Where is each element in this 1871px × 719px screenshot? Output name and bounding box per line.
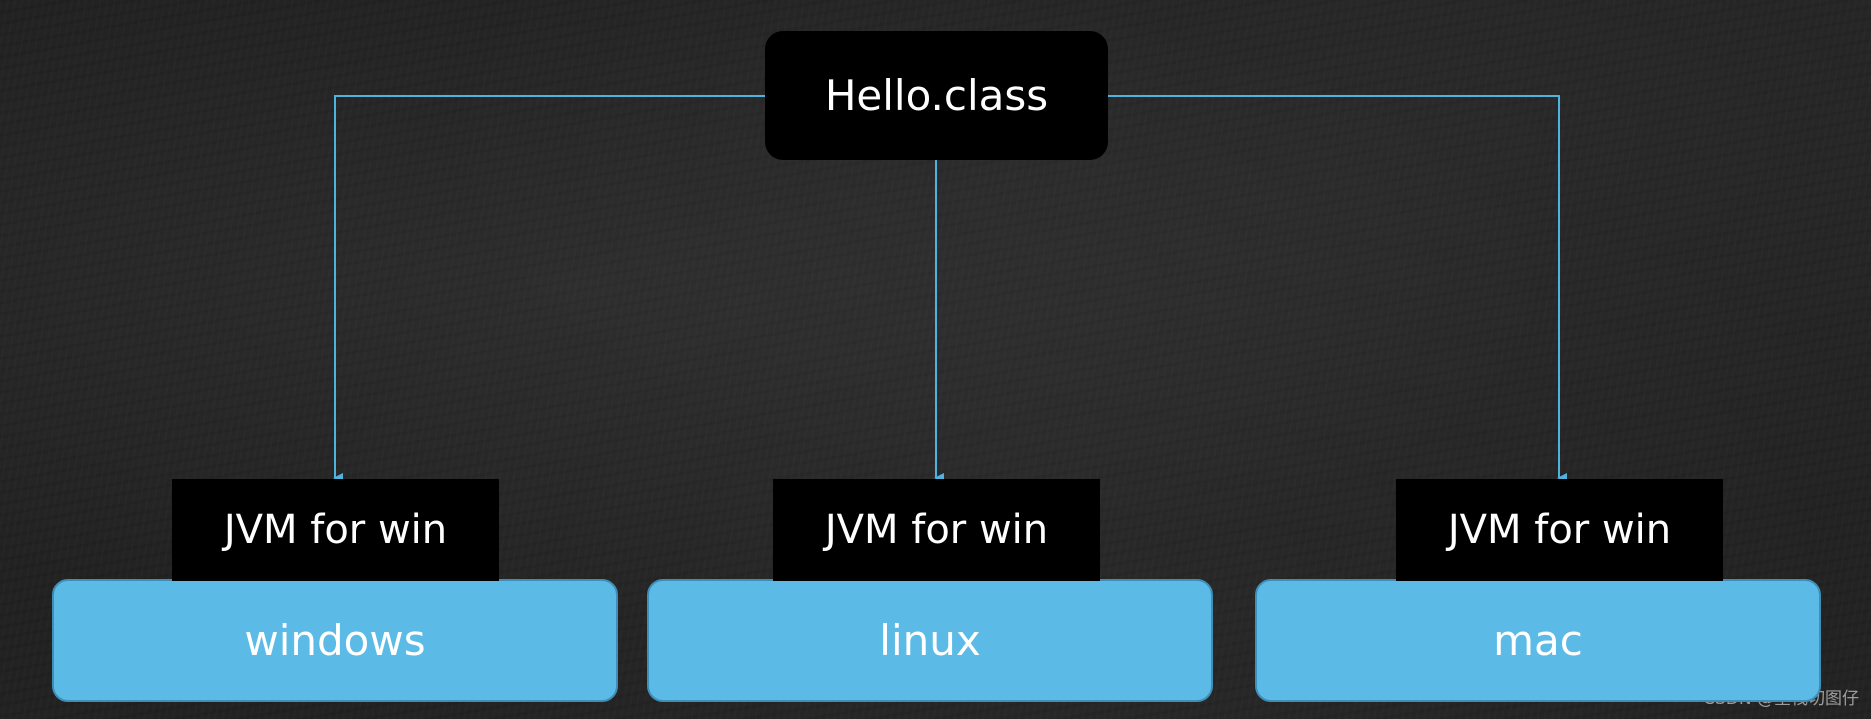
hello-class-label: Hello.class	[824, 71, 1049, 120]
os-node-mac: mac	[1255, 579, 1821, 702]
os-node-linux: linux	[647, 579, 1213, 702]
jvm-label: JVM for win	[223, 507, 448, 553]
jvm-node-mac: JVM for win	[1396, 479, 1723, 581]
jvm-node-windows: JVM for win	[172, 479, 499, 581]
os-label: linux	[879, 616, 981, 665]
os-label: windows	[244, 616, 426, 665]
hello-class-node: Hello.class	[765, 31, 1108, 160]
jvm-label: JVM for win	[824, 507, 1049, 553]
jvm-node-linux: JVM for win	[773, 479, 1100, 581]
arrow-to-mac-jvm	[1108, 95, 1567, 483]
os-label: mac	[1493, 616, 1583, 665]
os-node-windows: windows	[52, 579, 618, 702]
arrow-to-windows-jvm	[333, 95, 765, 483]
jvm-label: JVM for win	[1447, 507, 1672, 553]
